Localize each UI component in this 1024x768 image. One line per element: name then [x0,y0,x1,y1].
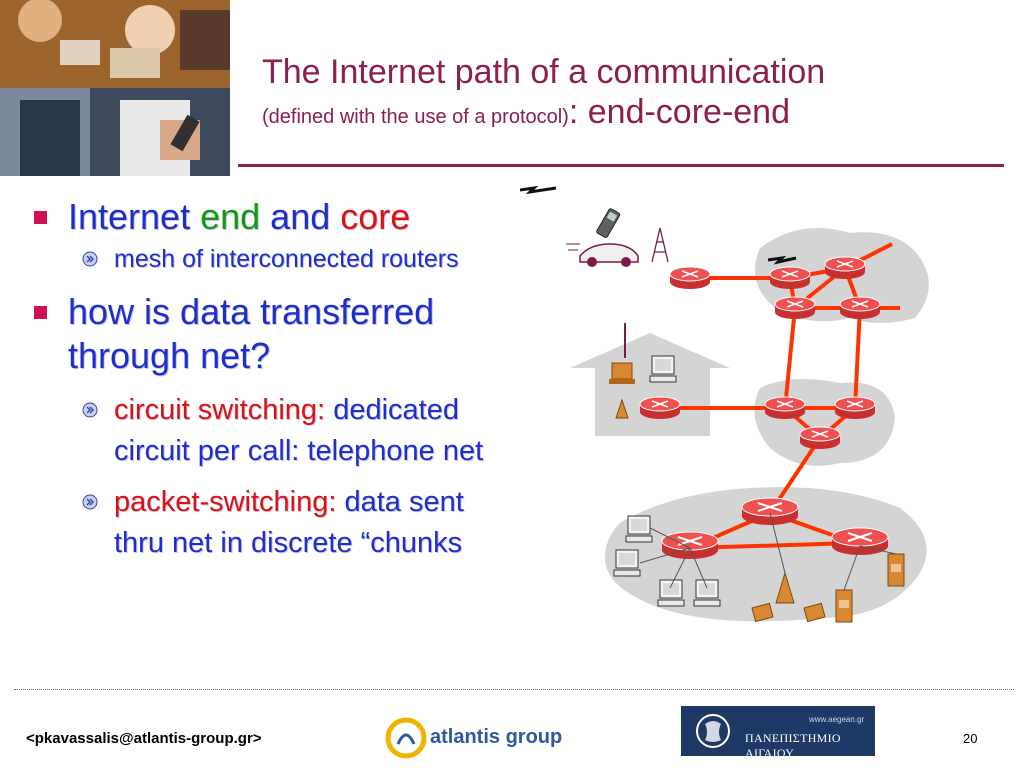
router-icon [662,532,718,559]
sub-bullet-label: circuit switching: [114,394,325,426]
sub-bullet-packet: packet-switching: data sent thru net in … [30,482,510,564]
router-icon [825,257,865,279]
sub-bullet-text: mesh of interconnected routers [114,245,459,273]
server-icon [888,554,904,586]
router-icon [832,528,888,555]
router-icon [770,267,810,289]
aegean-name: ΠΑΝΕΠΙΣΤΗΜΙΟ ΑΙΓΑΙΟΥ [745,731,875,761]
desktop-computer-icon [650,356,676,382]
aegean-url: www.aegean.gr [809,715,864,724]
laptop-icon [609,363,635,384]
bullet-internet-end-core: Internet end and core [30,195,510,239]
bullet-square-icon [34,211,47,224]
bullet-how-data: how is data transferred through net? [30,290,510,378]
sub-bullet-label: packet-switching: [114,486,336,518]
slide-title: The Internet path of a communication (de… [262,52,1002,137]
aegean-logo: www.aegean.gr ΠΑΝΕΠΙΣΤΗΜΙΟ ΑΙΓΑΙΟΥ [681,706,875,756]
network-diagram [520,178,1020,628]
aegean-emblem-icon [693,710,733,752]
bullet-text: Internet [68,196,200,237]
router-icon [835,397,875,419]
desktop-computer-icon [658,580,684,606]
lightning-icon [520,188,556,192]
atlantis-logo-text: atlantis group [430,726,562,749]
cellphone-icon [596,208,620,238]
chevron-circle-icon [82,402,98,418]
router-icon [640,397,680,419]
footer-email: <pkavassalis@atlantis-group.gr> [26,730,262,747]
router-icon [800,427,840,449]
router-icon [670,267,710,289]
title-line-1: The Internet path of a communication [262,52,1002,92]
bullet-text-and: and [260,196,340,237]
bullet-text: how is data transferred through net? [68,291,434,376]
router-icon [742,498,798,525]
chevron-circle-icon [82,251,98,267]
router-icon [765,397,805,419]
bullet-list: Internet end and core mesh of interconne… [30,195,510,564]
sub-bullet-mesh: mesh of interconnected routers [30,243,510,276]
router-icon [840,297,880,319]
title-main: : end-core-end [569,93,790,131]
cell-tower-icon [652,228,668,262]
page-number: 20 [963,731,977,746]
sub-bullet-circuit: circuit switching: dedicated circuit per… [30,390,510,472]
desktop-computer-icon [614,550,640,576]
title-subtitle: (defined with the use of a protocol) [262,106,569,128]
desktop-computer-icon [694,580,720,606]
car-icon [566,244,638,267]
bullet-text-end: end [200,196,260,237]
bullet-text-core: core [340,196,410,237]
title-line-2: (defined with the use of a protocol): en… [262,92,1002,137]
chevron-circle-icon [82,494,98,510]
desktop-computer-icon [626,516,652,542]
home-network [570,333,730,436]
bullet-square-icon [34,306,47,319]
title-divider [238,164,1004,167]
router-icon [775,297,815,319]
header-photos [0,0,230,176]
footer-divider [14,689,1014,690]
isp-network-cloud [754,379,895,466]
server-icon [836,590,852,622]
